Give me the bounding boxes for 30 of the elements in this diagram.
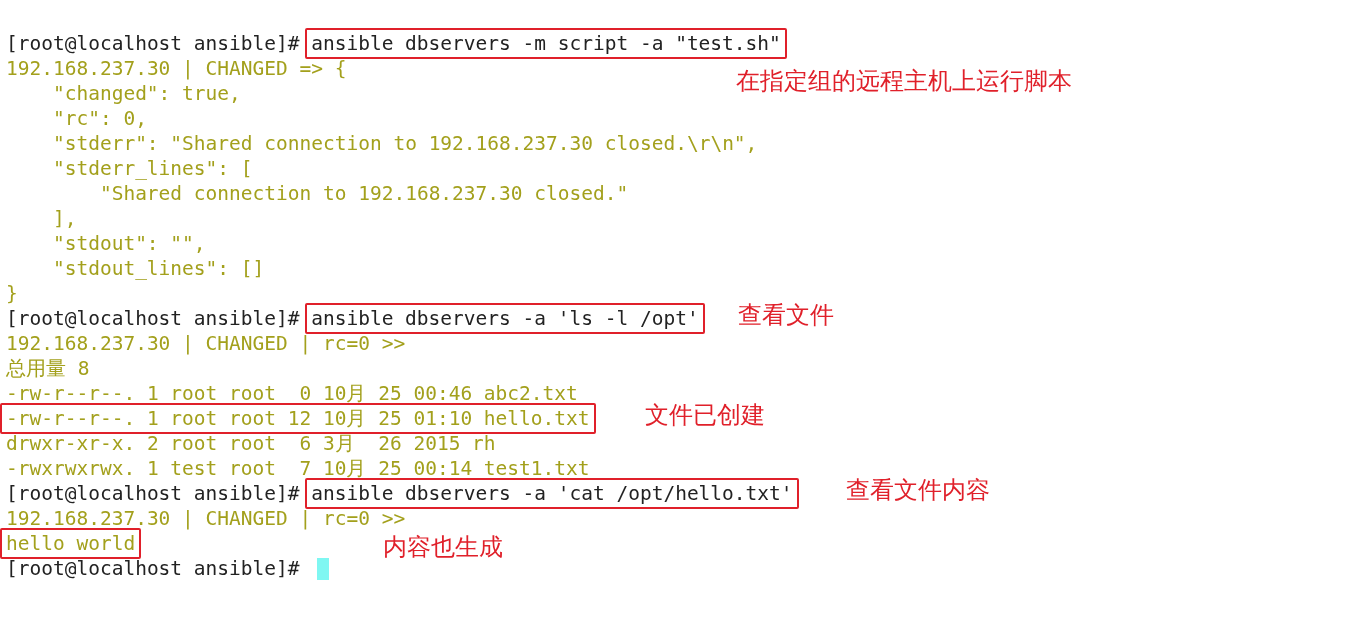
terminal-output-line: "Shared connection to 192.168.237.30 closed." <box>99 181 629 206</box>
highlighted-command: ansible dbservers -a 'ls -l /opt' <box>305 303 705 334</box>
terminal-output-line: "stdout_lines": [] <box>52 256 265 281</box>
highlighted-output: hello world <box>0 528 142 559</box>
terminal-output-line: ], <box>52 206 77 231</box>
annotation-text: 在指定组的远程主机上运行脚本 <box>736 66 1072 96</box>
terminal-output-line: "rc": 0, <box>52 106 147 131</box>
shell-prompt: [root@localhost ansible]# <box>6 556 300 581</box>
shell-prompt: [root@localhost ansible]# <box>6 31 300 56</box>
annotation-text: 查看文件内容 <box>846 475 990 505</box>
terminal-output-line: "stdout": "", <box>52 231 206 256</box>
highlighted-command: ansible dbservers -a 'cat /opt/hello.txt' <box>305 478 799 509</box>
highlighted-command: ansible dbservers -m script -a "test.sh" <box>305 28 787 59</box>
terminal-output-line: -rw-r--r--. 1 root root 0 10月 25 00:46 abc2.txt <box>6 381 578 406</box>
annotation-text: 文件已创建 <box>645 400 765 430</box>
terminal-output-line: 192.168.237.30 | CHANGED | rc=0 >> <box>6 331 406 356</box>
terminal-output-line: "changed": true, <box>52 81 241 106</box>
annotation-text: 内容也生成 <box>383 532 503 562</box>
terminal-output-line: "stderr_lines": [ <box>52 156 253 181</box>
terminal-output-line: drwxr-xr-x. 2 root root 6 3月 26 2015 rh <box>6 431 496 456</box>
highlighted-output: -rw-r--r--. 1 root root 12 10月 25 01:10 hello.txt <box>0 403 596 434</box>
shell-prompt: [root@localhost ansible]# <box>6 306 300 331</box>
terminal-output-line: 总用量 8 <box>6 356 90 381</box>
annotation-text: 查看文件 <box>738 300 834 330</box>
shell-prompt: [root@localhost ansible]# <box>6 481 300 506</box>
terminal-output-line: -rwxrwxrwx. 1 test root 7 10月 25 00:14 test1.txt <box>6 456 590 481</box>
terminal-output-line: } <box>6 281 18 306</box>
terminal-output-line: 192.168.237.30 | CHANGED | rc=0 >> <box>6 506 406 531</box>
terminal-output-line: "stderr": "Shared connection to 192.168.237.30 closed.\r\n", <box>52 131 758 156</box>
terminal-output-line: 192.168.237.30 | CHANGED => { <box>6 56 347 81</box>
